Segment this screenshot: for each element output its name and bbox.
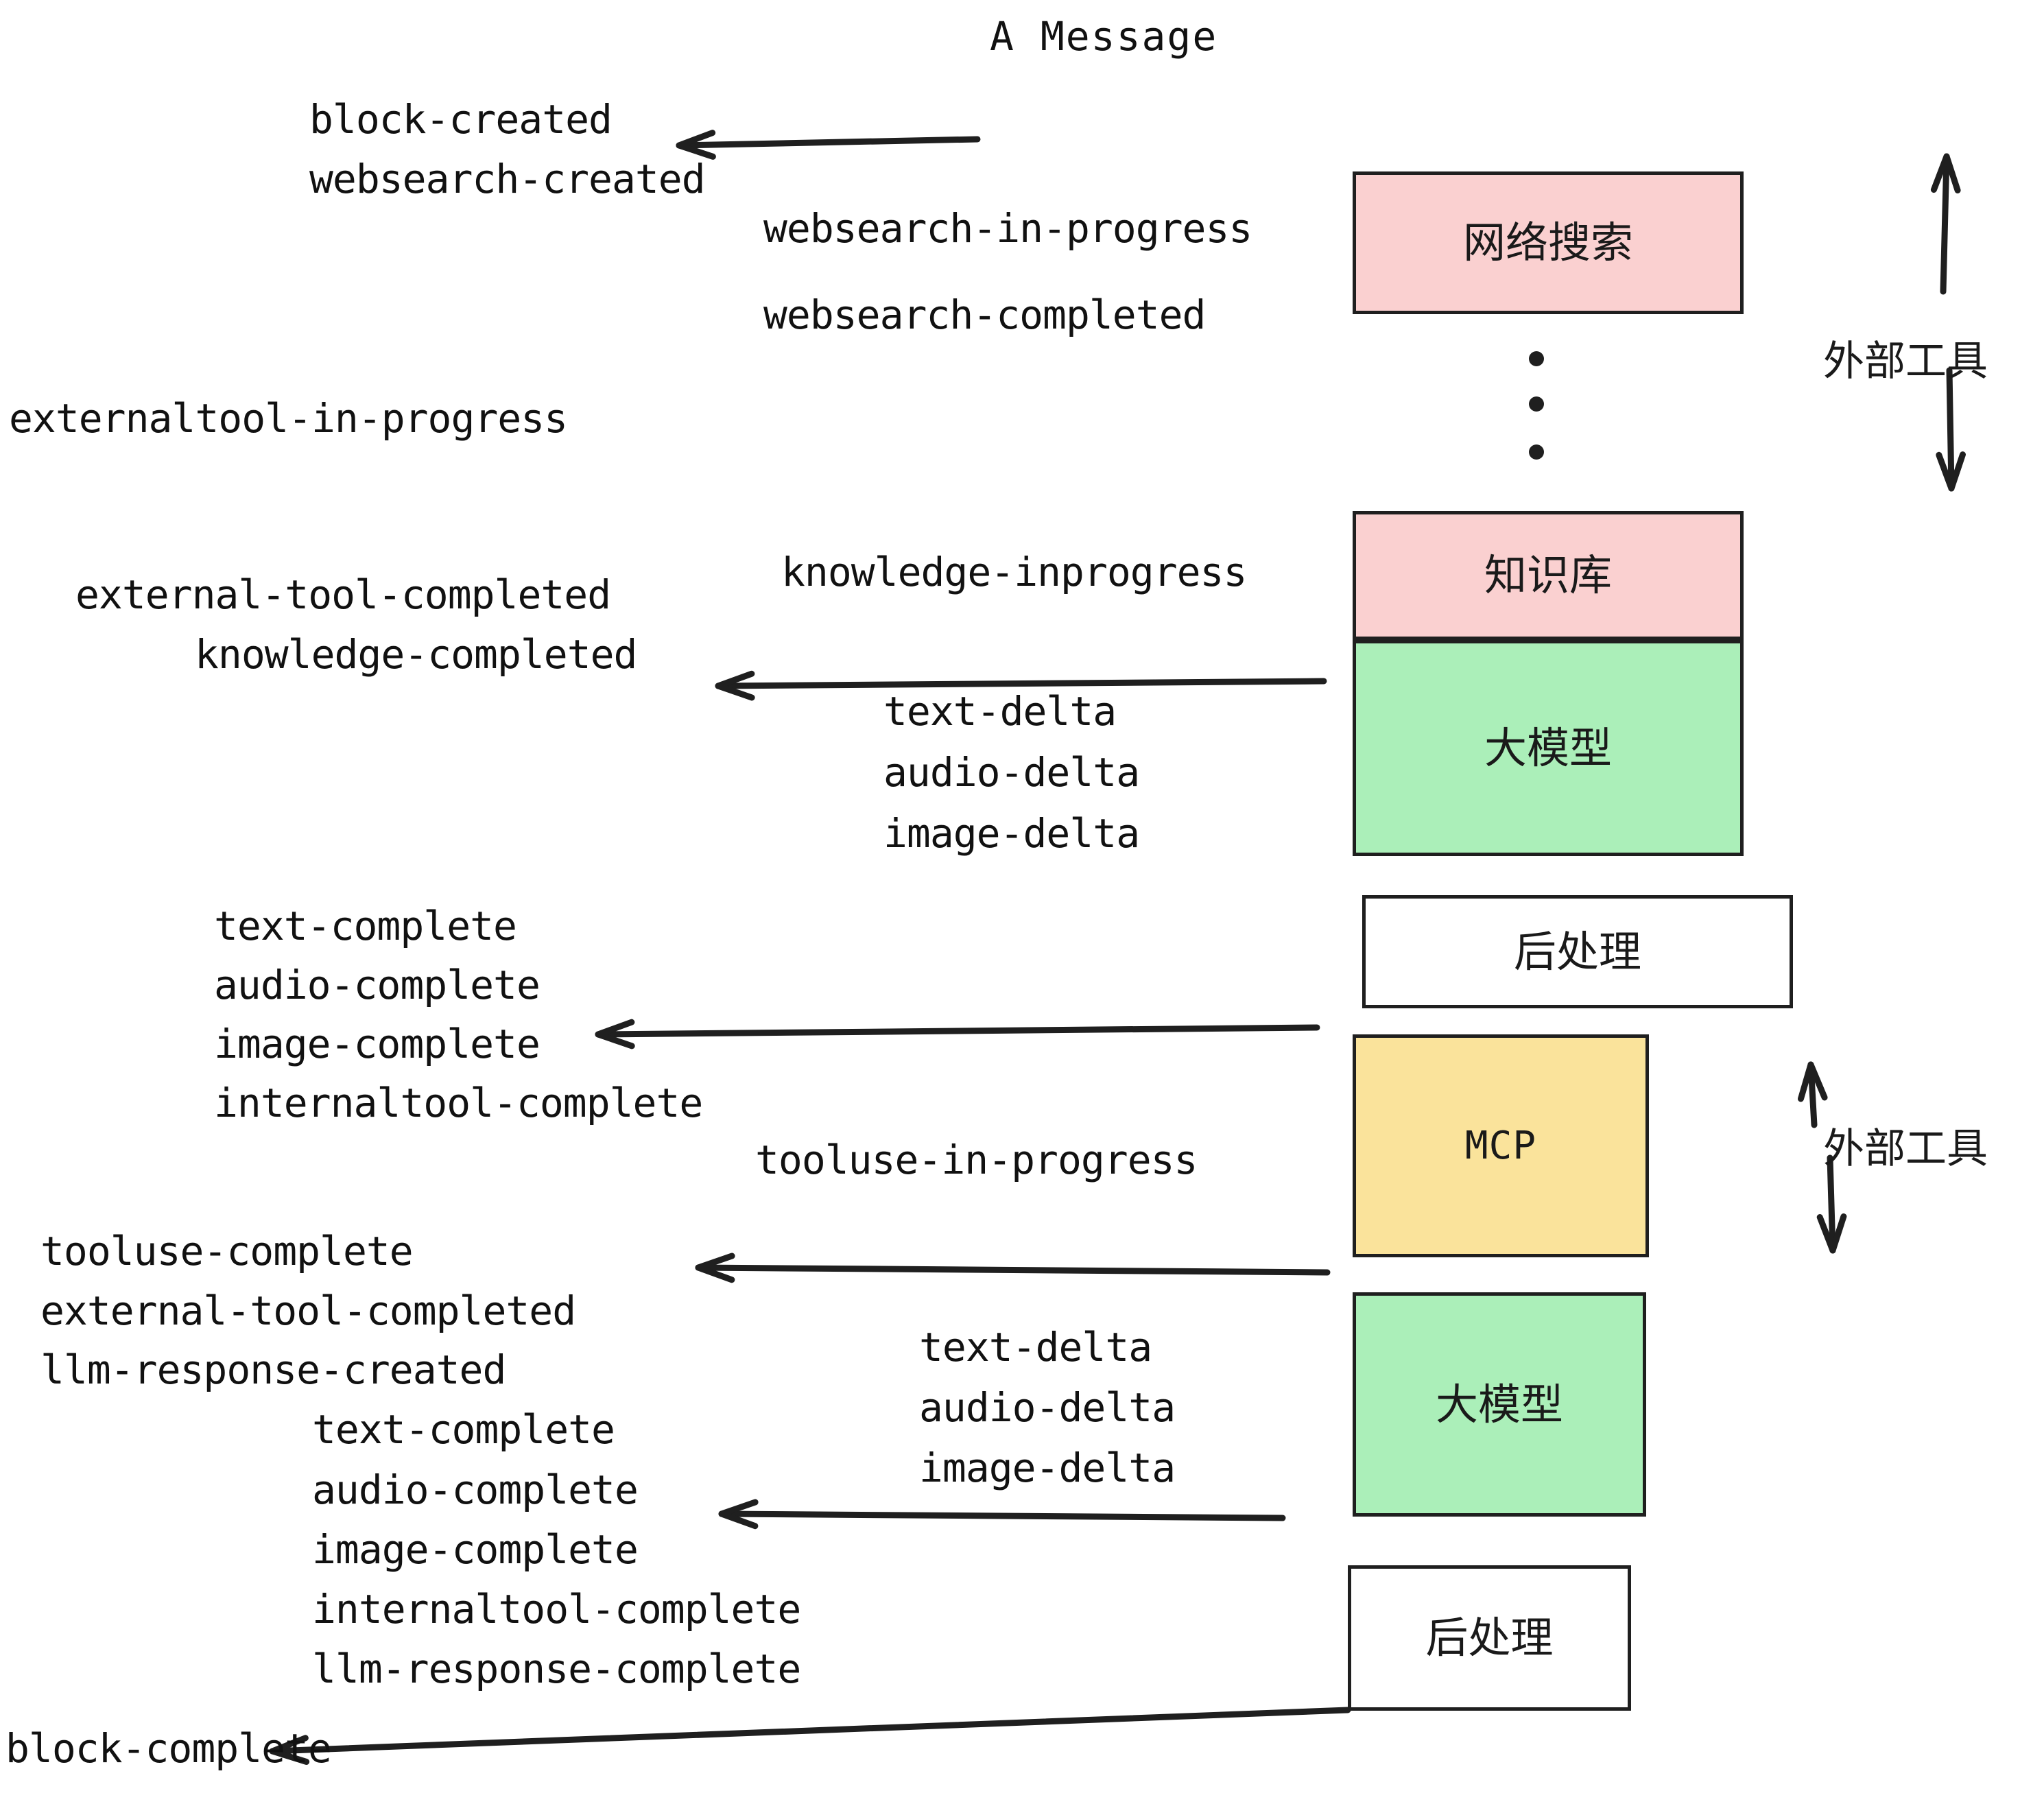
ellipsis-dot [1529, 396, 1544, 412]
event-label: image-delta [919, 1445, 1176, 1491]
knowledge-completed-arrow [715, 670, 1327, 701]
external-tools-upper-up [1930, 153, 1961, 295]
event-label: externaltool-in-progress [9, 395, 568, 442]
event-label: internaltool-complete [214, 1080, 703, 1126]
event-label: knowledge-inprogress [781, 549, 1247, 595]
event-label: external-tool-completed [75, 571, 611, 618]
ellipsis-dot [1529, 351, 1544, 366]
external-tools-lower-down [1816, 1154, 1847, 1254]
event-label: image-complete [312, 1526, 639, 1573]
event-label: llm-response-complete [312, 1646, 801, 1692]
node-label-postproc-1: 后处理 [1513, 926, 1641, 977]
tooluse-complete-arrow [695, 1253, 1331, 1283]
ellipsis-dot [1529, 444, 1544, 460]
side-label-external-tools-upper: 外部工具 [1823, 337, 1988, 385]
event-label: internaltool-complete [312, 1586, 801, 1633]
page-title: A Message [990, 13, 1218, 60]
node-label-postproc-2: 后处理 [1425, 1613, 1554, 1663]
node-label-llm-2: 大模型 [1435, 1379, 1563, 1429]
image-complete-arrow [595, 1019, 1320, 1049]
node-label-llm-1: 大模型 [1484, 722, 1612, 773]
node-label-knowledge: 知识库 [1484, 550, 1612, 600]
event-label: text-delta [919, 1324, 1152, 1370]
external-tools-lower-up [1797, 1061, 1828, 1128]
node-llm-2: 大模型 [1353, 1292, 1646, 1517]
event-label: block-created [309, 96, 613, 143]
event-label: audio-complete [214, 962, 540, 1008]
event-label: websearch-in-progress [763, 205, 1252, 252]
event-label: llm-response-created [40, 1346, 506, 1393]
event-label: audio-complete [312, 1467, 639, 1513]
node-postproc-1: 后处理 [1362, 895, 1793, 1008]
event-label: external-tool-completed [40, 1287, 576, 1334]
node-label-mcp: MCP [1464, 1123, 1537, 1168]
node-llm-1: 大模型 [1353, 640, 1744, 856]
event-label: websearch-created [309, 156, 706, 202]
event-label: text-complete [312, 1406, 615, 1453]
event-label: knowledge-completed [195, 631, 637, 678]
audio-complete-arrow [718, 1499, 1286, 1530]
external-tools-upper-down [1936, 367, 1966, 492]
event-label: websearch-completed [763, 292, 1206, 338]
node-websearch: 网络搜索 [1353, 171, 1744, 314]
node-knowledge: 知识库 [1353, 511, 1744, 640]
event-label: tooluse-in-progress [755, 1137, 1198, 1183]
event-label: image-delta [883, 810, 1140, 857]
event-label: block-complete [5, 1725, 332, 1772]
event-label: image-complete [214, 1021, 540, 1067]
event-label: text-complete [214, 903, 517, 949]
node-label-websearch: 网络搜索 [1462, 217, 1633, 268]
event-label: audio-delta [919, 1384, 1176, 1431]
node-postproc-2: 后处理 [1348, 1565, 1631, 1711]
event-label: text-delta [883, 688, 1117, 735]
event-label: audio-delta [883, 749, 1140, 796]
block-created-arrow [676, 130, 981, 160]
node-mcp: MCP [1353, 1034, 1649, 1257]
side-label-external-tools-lower: 外部工具 [1823, 1125, 1988, 1173]
event-label: tooluse-complete [40, 1228, 414, 1274]
block-complete-arrow [269, 1707, 1351, 1765]
